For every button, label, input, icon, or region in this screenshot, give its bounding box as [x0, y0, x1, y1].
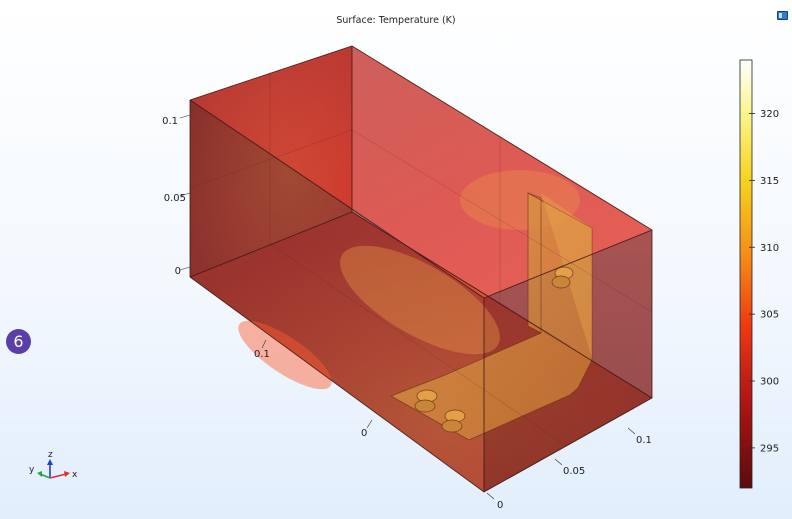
- color-legend-tick-label: 300: [760, 377, 779, 388]
- color-legend-tick-label: 315: [760, 176, 779, 187]
- color-legend: 320 315 310 305 300 295: [739, 59, 779, 489]
- color-legend-tick-label: 320: [760, 109, 779, 120]
- triad-x-label: x: [72, 470, 78, 480]
- color-legend-tick-label: 305: [760, 310, 779, 321]
- triad-y-label: y: [29, 465, 35, 475]
- z-tick-label: 0: [175, 266, 181, 277]
- color-legend-bar: [739, 59, 753, 489]
- z-tick-label: 0.1: [162, 116, 178, 127]
- x-tick-label: 0.05: [563, 466, 585, 477]
- bracket-part: [390, 192, 593, 441]
- x-axis-ticks: 0.1 0.05 0: [486, 427, 652, 511]
- y-tick-label: 0.1: [254, 349, 270, 360]
- color-legend-tick-label: 310: [760, 243, 779, 254]
- y-axis-ticks: 0.1 0: [254, 339, 373, 439]
- x-tick-label: 0: [497, 500, 503, 511]
- x-tick-label: 0.1: [636, 435, 652, 446]
- camera-view-icon[interactable]: [777, 11, 788, 20]
- color-legend-tick-label: 295: [760, 443, 779, 454]
- plot-title: Surface: Temperature (K): [336, 15, 456, 26]
- y-tick-label: 0: [361, 428, 367, 439]
- step-badge-icon: 6: [6, 329, 31, 354]
- z-axis-ticks: 0.1 0.05 0: [162, 114, 191, 277]
- z-tick-label: 0.05: [164, 193, 186, 204]
- triad-z-label: z: [48, 450, 53, 460]
- axis-triad-icon: z x y: [29, 450, 78, 480]
- temperature-surface-plot: [189, 45, 653, 493]
